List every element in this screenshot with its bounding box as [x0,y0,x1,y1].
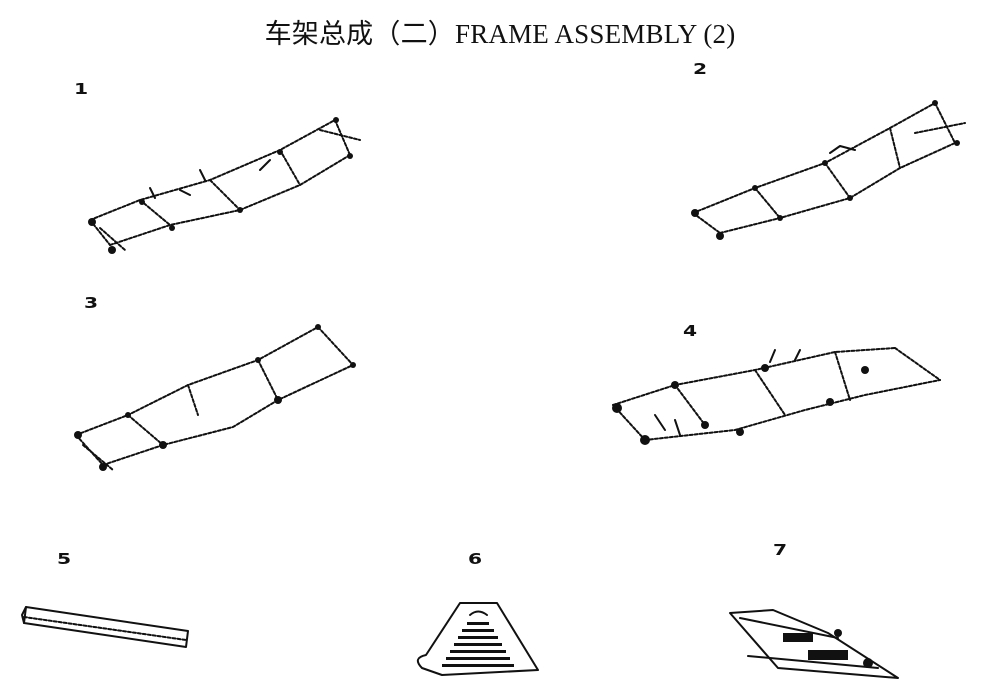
part-number-7: 7 [773,541,788,559]
side-rail-member-icon [21,606,189,648]
frame-assembly-3-icon [74,324,356,471]
part-number-1: 1 [74,80,89,98]
triangular-plate-icon [416,602,539,676]
part-number-2: 2 [693,60,708,78]
skid-plate-icon [729,609,899,679]
part-number-4: 4 [683,322,698,340]
page-title: 车架总成（二）FRAME ASSEMBLY (2) [264,19,736,49]
frame-assembly-4-icon [612,347,941,445]
frame-assembly-2-icon [691,100,966,240]
part-number-6: 6 [468,550,483,568]
frame-assembly-1-icon [88,117,361,254]
part-number-3: 3 [84,294,99,312]
part-number-5: 5 [57,550,72,568]
